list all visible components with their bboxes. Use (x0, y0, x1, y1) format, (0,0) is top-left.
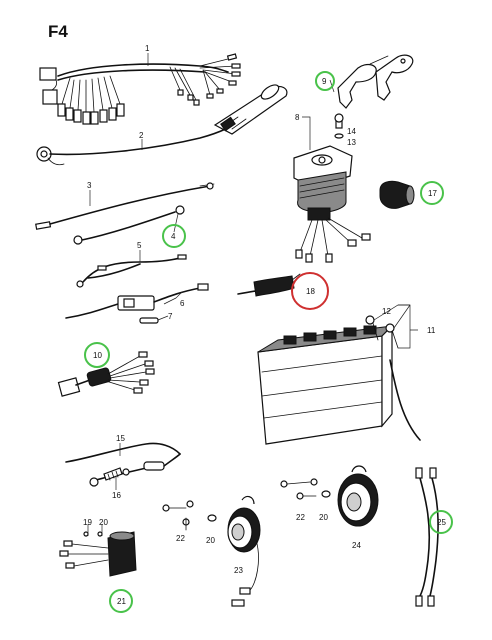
callout-9: 9 (322, 77, 327, 86)
part-horn-right (280, 465, 379, 527)
callout-20-a: 20 (99, 518, 108, 527)
callout-22-a: 22 (176, 534, 185, 543)
callout-23: 23 (234, 566, 243, 575)
callout-11: 11 (427, 326, 436, 335)
part-wire-sleeve (237, 273, 301, 297)
part-fuse-holder (65, 283, 209, 324)
highlight-4 (162, 224, 186, 248)
callout-4: 4 (171, 232, 176, 241)
part-battery (257, 304, 421, 445)
highlight-circles (84, 71, 453, 613)
callout-8: 8 (295, 113, 300, 122)
callout-17: 17 (428, 189, 437, 198)
callout-1: 1 (145, 44, 150, 53)
callout-19: 19 (83, 518, 92, 527)
part-horn-left (162, 495, 261, 607)
part-ignition-switch (293, 145, 371, 263)
callout-18: 18 (306, 287, 315, 296)
callout-5: 5 (137, 241, 142, 250)
callout-20-c: 20 (319, 513, 328, 522)
part-screw-washer (334, 113, 344, 139)
highlight-21 (109, 589, 133, 613)
leader-lines (87, 53, 418, 536)
highlight-17 (420, 181, 444, 205)
callout-20-b: 20 (206, 536, 215, 545)
callout-2: 2 (139, 131, 144, 140)
callout-13: 13 (347, 138, 356, 147)
highlight-10 (84, 342, 110, 368)
part-lead-5 (76, 254, 187, 288)
highlight-18 (291, 272, 329, 310)
part-connector-10 (57, 351, 155, 397)
callout-16: 16 (112, 491, 121, 500)
part-rubber-cap (379, 180, 415, 209)
callout-7: 7 (168, 312, 173, 321)
callout-6: 6 (180, 299, 185, 308)
part-relay (59, 531, 137, 577)
callout-3: 3 (87, 181, 92, 190)
callout-24: 24 (352, 541, 361, 550)
callout-10: 10 (93, 351, 102, 360)
part-cable-with-switch (36, 84, 288, 166)
callout-25: 25 (437, 518, 446, 527)
part-keys (337, 54, 414, 109)
part-lead-25 (415, 467, 439, 607)
callout-14: 14 (347, 127, 356, 136)
part-lead-15 (65, 442, 181, 487)
highlight-25 (429, 510, 453, 534)
part-ground-wire (35, 182, 215, 230)
callout-21: 21 (117, 597, 126, 606)
callout-22-b: 22 (296, 513, 305, 522)
callout-15: 15 (116, 434, 125, 443)
part-wiring-harness (39, 53, 241, 125)
part-earth-lead (73, 205, 185, 245)
callout-12: 12 (382, 307, 391, 316)
highlight-9 (315, 71, 335, 91)
page-title: F4 (48, 22, 68, 41)
callouts: 1 2 3 4 5 6 7 8 9 10 11 12 13 14 15 16 1… (83, 44, 446, 606)
